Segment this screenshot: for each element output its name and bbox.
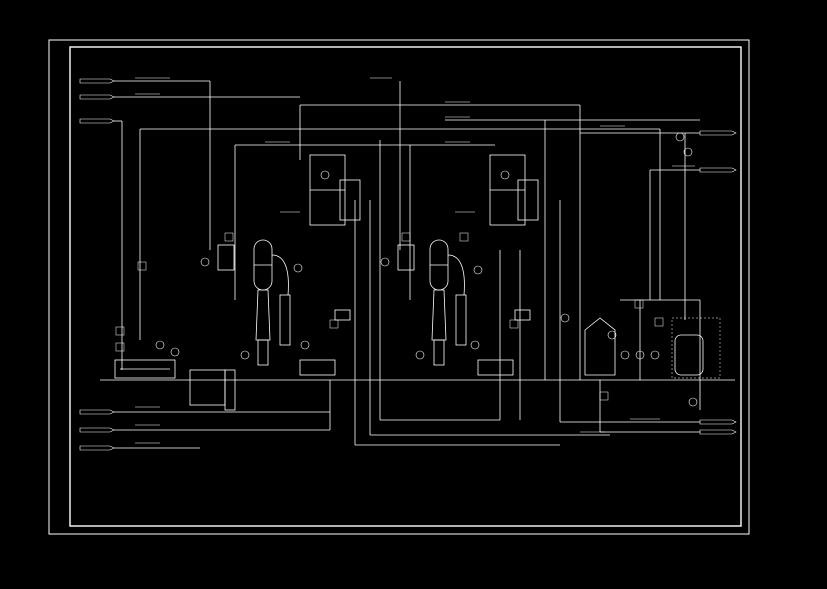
inlet-tags (79, 78, 330, 451)
pump-skid-2 (477, 359, 514, 376)
inlet-tag (79, 78, 210, 84)
separator-1 (279, 294, 291, 346)
line-tags (115, 232, 664, 401)
feed-tank (189, 369, 226, 406)
hx-1 (334, 309, 351, 321)
hx-2 (514, 309, 531, 321)
receiver-2 (397, 244, 415, 271)
product-tank (584, 317, 721, 379)
instruments (155, 132, 698, 407)
outlet-tag (600, 429, 737, 435)
inner-border (69, 46, 742, 527)
outer-border (48, 39, 750, 535)
outlet-tag (560, 419, 737, 425)
inlet-tag (79, 94, 300, 100)
outlet-tags (560, 130, 737, 435)
evaporator-train-1 (217, 154, 361, 376)
inlet-tag (79, 409, 330, 415)
separator-2 (455, 294, 467, 346)
vessel-right (674, 334, 704, 376)
outlet-tag (650, 167, 737, 173)
feed-heater (114, 359, 236, 411)
inlet-tag (79, 118, 122, 124)
evaporator-train-2 (397, 154, 539, 376)
pump-skid-1 (299, 359, 336, 376)
process-piping (100, 81, 735, 446)
receiver-1 (217, 244, 235, 271)
inlet-tag (79, 445, 200, 451)
inlet-tag (79, 427, 330, 433)
pipe-annotations (135, 77, 695, 444)
outlet-tag (580, 130, 737, 136)
